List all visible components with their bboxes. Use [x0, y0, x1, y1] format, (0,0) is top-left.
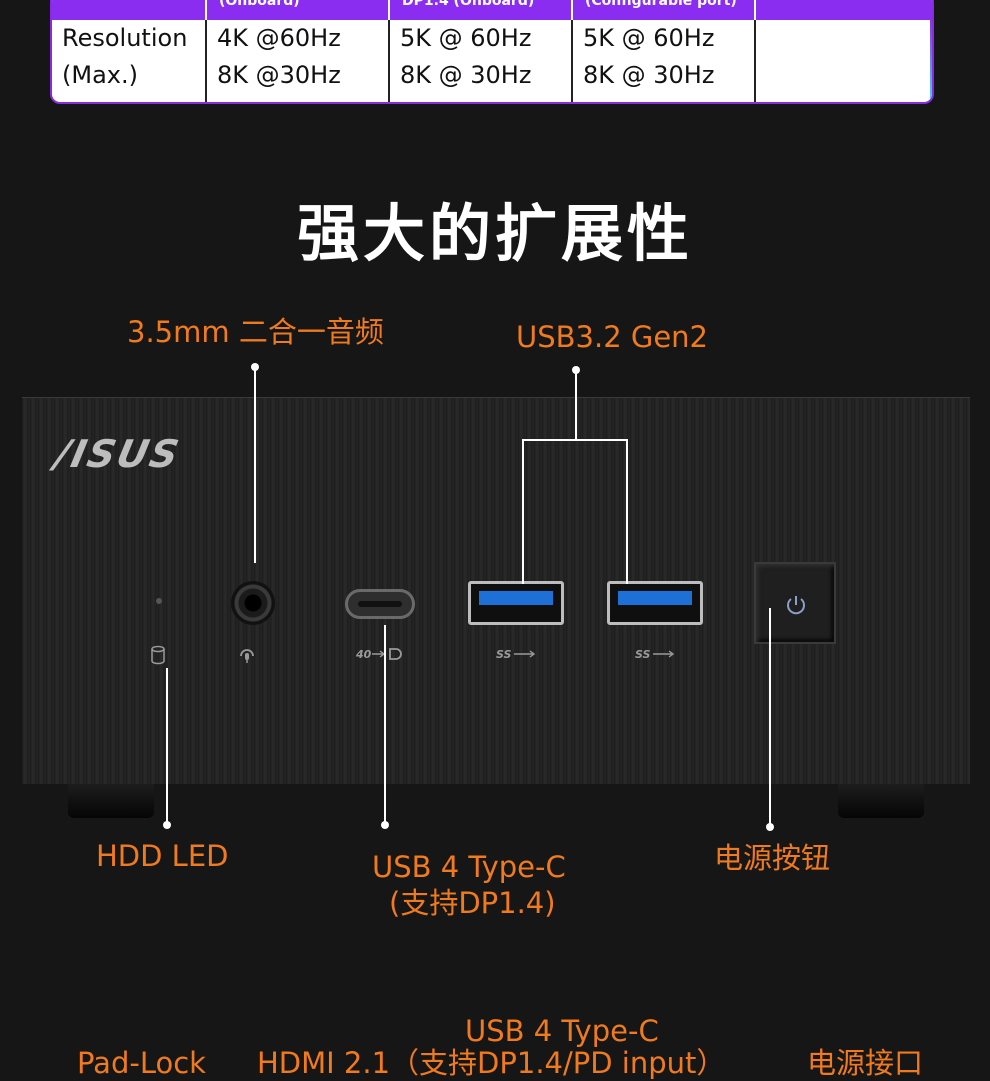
- callout-line-usb4: [384, 625, 386, 824]
- power-icon: [787, 596, 805, 615]
- brand-logo: /ISUS: [51, 432, 185, 476]
- table-cell: [756, 20, 932, 102]
- callout-dot: [766, 823, 774, 831]
- spec-header-cell: (Onboard): [207, 0, 390, 20]
- audio-label: 3.5mm 二合一音频: [127, 315, 384, 349]
- cell-line: 8K @ 30Hz: [583, 61, 715, 89]
- table-cell: 5K @ 60Hz 8K @ 30Hz: [573, 20, 756, 102]
- usb32-label: USB3.2 Gen2: [516, 320, 709, 354]
- usb-a-port-1: [468, 581, 564, 625]
- spec-header-cell: DP1.4 (Onboard): [390, 0, 573, 20]
- spec-header-cell: [756, 0, 932, 20]
- headset-mic-icon: [237, 645, 257, 668]
- hdd-cylinder-icon: [149, 645, 167, 668]
- callout-line-hdd: [166, 668, 168, 824]
- device-foot-left: [68, 784, 154, 818]
- callout-line-audio: [254, 367, 256, 563]
- svg-text:SS: SS: [635, 648, 651, 661]
- power-button-label: 电源按钮: [714, 841, 831, 875]
- cell-line: 4K @60Hz: [217, 24, 341, 52]
- row-label-line: (Max.): [62, 61, 138, 89]
- cell-line: 5K @ 60Hz: [583, 24, 715, 52]
- callout-line-usb32: [575, 370, 577, 440]
- cell-line: 8K @ 30Hz: [400, 61, 532, 89]
- svg-text:SS: SS: [496, 648, 512, 661]
- callout-dot: [163, 821, 171, 829]
- callout-bracket-usb32: [522, 439, 628, 441]
- spec-header-cell: [52, 0, 207, 20]
- usb-a-port-2: [607, 581, 703, 625]
- power-port-label: 电源接口: [807, 1046, 924, 1080]
- table-cell: 5K @ 60Hz 8K @ 30Hz: [390, 20, 573, 102]
- svg-text:40: 40: [356, 648, 372, 661]
- callout-line-usb32-right: [626, 439, 628, 584]
- rear-usb4-label: USB 4 Type-C: [465, 1014, 659, 1048]
- superspeed-usb-icon: SS: [635, 647, 677, 664]
- usb4-label: USB 4 Type-C: [372, 850, 566, 884]
- cell-line: 8K @30Hz: [217, 61, 341, 89]
- callout-dot: [381, 821, 389, 829]
- page-title: 强大的扩展性: [296, 197, 693, 270]
- callout-line-power: [769, 608, 771, 826]
- usb4-label-sub: (支持DP1.4): [389, 886, 556, 920]
- hdmi-label: HDMI 2.1（支持DP1.4/PD input）: [257, 1046, 726, 1080]
- hdd-led-label: HDD LED: [96, 839, 229, 873]
- power-button: [754, 562, 836, 644]
- spec-table-header: (Onboard) DP1.4 (Onboard) (Configurable …: [52, 0, 932, 20]
- table-cell: 4K @60Hz 8K @30Hz: [207, 20, 390, 102]
- spec-header-cell: (Configurable port): [573, 0, 756, 20]
- table-row: Resolution (Max.) 4K @60Hz 8K @30Hz 5K @…: [52, 20, 932, 102]
- audio-jack: [231, 581, 275, 625]
- callout-line-usb32-left: [522, 439, 524, 584]
- row-label-line: Resolution: [62, 24, 188, 52]
- usb4-type-c-port: [345, 589, 415, 619]
- cell-line: 5K @ 60Hz: [400, 24, 532, 52]
- superspeed-usb-icon: SS: [496, 647, 538, 664]
- row-label: Resolution (Max.): [52, 20, 207, 102]
- hdd-led-indicator: [156, 598, 162, 604]
- spec-table: (Onboard) DP1.4 (Onboard) (Configurable …: [50, 0, 934, 104]
- usb4-displayport-icon: 40: [355, 646, 408, 665]
- device-foot-right: [838, 784, 924, 818]
- pad-lock-label: Pad-Lock: [77, 1046, 206, 1080]
